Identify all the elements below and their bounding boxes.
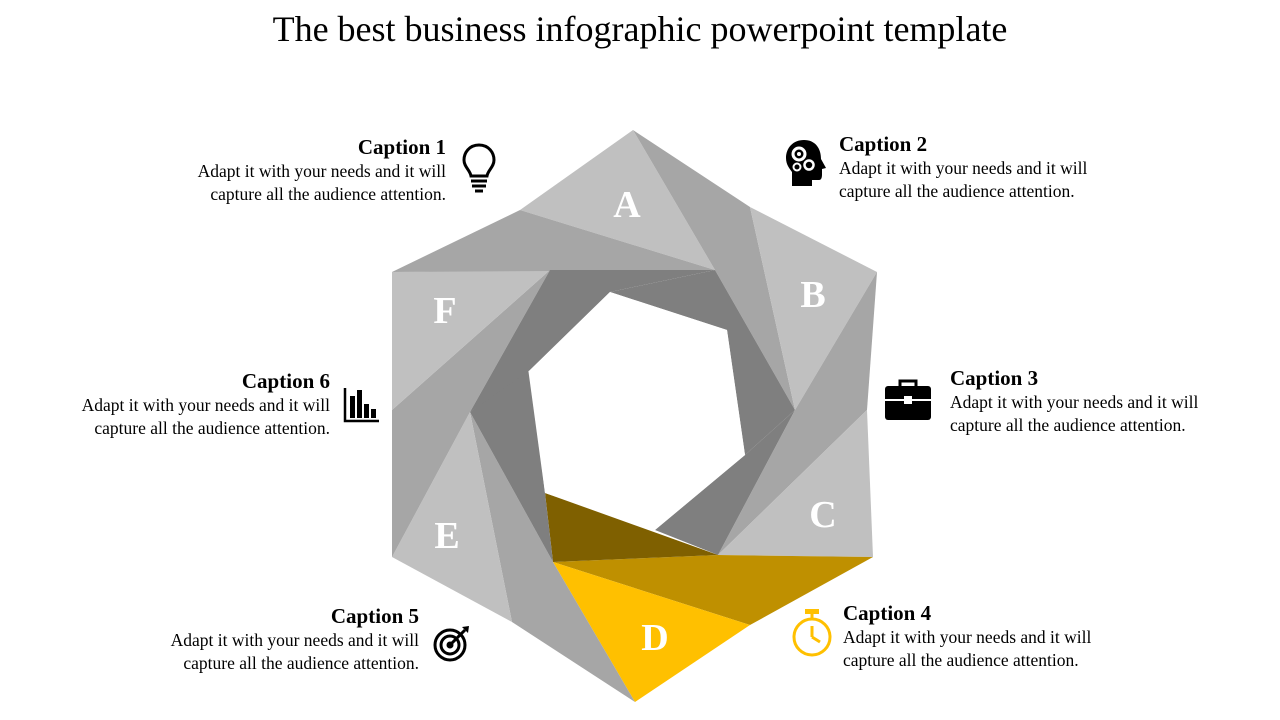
caption-3: Caption 3 Adapt it with your needs and i… <box>950 365 1226 436</box>
segment-a: A <box>520 130 795 455</box>
caption-4-body: Adapt it with your needs and it will cap… <box>843 627 1092 670</box>
caption-2: Caption 2 Adapt it with your needs and i… <box>839 131 1115 202</box>
segment-b-dark <box>655 410 795 555</box>
bar-chart-icon <box>343 388 379 423</box>
segment-f-dark <box>470 270 715 412</box>
caption-1: Caption 1 Adapt it with your needs and i… <box>170 134 446 205</box>
segment-d-dark-yellow <box>553 555 873 625</box>
segment-b: B <box>655 207 877 555</box>
caption-1-title: Caption 1 <box>357 135 446 159</box>
segment-e-dark <box>470 368 553 562</box>
segment-c-light <box>718 410 873 557</box>
segment-f-mid <box>392 270 550 557</box>
segment-a-light <box>520 130 715 270</box>
caption-4-title: Caption 4 <box>843 601 932 625</box>
center-hole <box>530 292 745 530</box>
segment-c-letter: C <box>809 494 836 536</box>
caption-6-title: Caption 6 <box>241 369 330 393</box>
segment-f-top-mid <box>392 210 715 272</box>
segment-a-dark <box>610 270 795 455</box>
segment-e-letter: E <box>434 515 459 557</box>
caption-3-title: Caption 3 <box>950 366 1039 390</box>
caption-6-body: Adapt it with your needs and it will cap… <box>81 395 330 438</box>
segment-c: C <box>718 410 873 557</box>
caption-6: Caption 6 Adapt it with your needs and i… <box>54 368 330 439</box>
caption-5-title: Caption 5 <box>330 604 419 628</box>
target-icon <box>433 626 469 662</box>
segment-e-light <box>392 412 512 622</box>
caption-5: Caption 5 Adapt it with your needs and i… <box>143 603 419 674</box>
caption-2-title: Caption 2 <box>839 132 928 156</box>
caption-5-body: Adapt it with your needs and it will cap… <box>170 630 419 673</box>
caption-1-body: Adapt it with your needs and it will cap… <box>197 161 446 204</box>
head-gears-icon <box>786 140 826 186</box>
segment-b-letter: B <box>800 274 825 316</box>
caption-3-body: Adapt it with your needs and it will cap… <box>950 392 1199 435</box>
lightbulb-icon <box>462 143 496 193</box>
segment-d-letter: D <box>641 617 668 659</box>
slide-title: The best business infographic powerpoint… <box>272 9 1008 49</box>
caption-2-body: Adapt it with your needs and it will cap… <box>839 158 1088 201</box>
segment-a-mid <box>633 130 795 410</box>
segment-f-letter: F <box>433 290 456 332</box>
segment-b-light <box>750 207 877 410</box>
caption-4: Caption 4 Adapt it with your needs and i… <box>843 600 1119 671</box>
segment-b-mid <box>718 272 877 555</box>
segment-e: E <box>392 368 635 702</box>
briefcase-icon <box>885 379 931 420</box>
segment-d-olive <box>545 493 718 562</box>
segment-f: F <box>392 210 715 557</box>
segment-e-mid <box>470 412 635 702</box>
stopwatch-icon <box>792 609 832 657</box>
segment-a-letter: A <box>613 184 641 226</box>
segment-d: D <box>545 493 873 702</box>
segment-d-yellow <box>553 562 750 702</box>
segment-f-light <box>392 270 550 410</box>
